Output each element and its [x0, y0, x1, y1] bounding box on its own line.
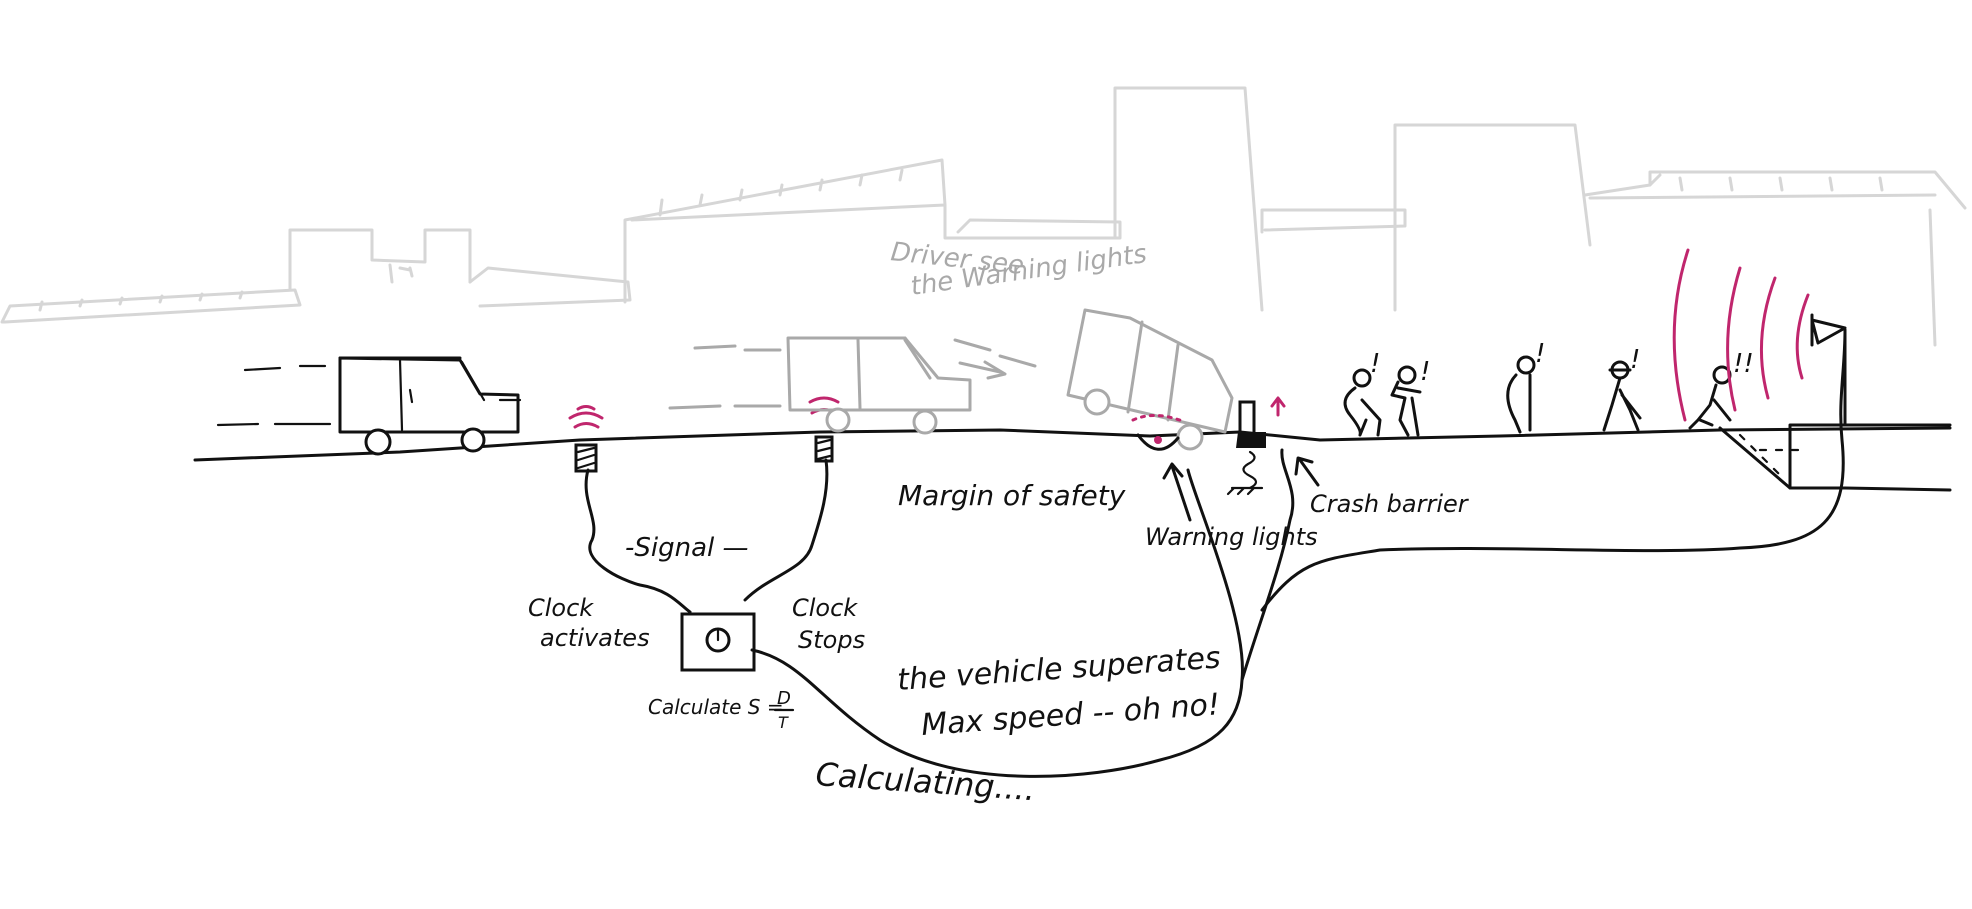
warning-light-dots [1131, 414, 1187, 424]
right-ramp [1718, 426, 1952, 492]
clock-icon [680, 612, 756, 672]
calculation-cable [750, 468, 1244, 778]
label-warning-lights: Warning lights [1145, 523, 1318, 551]
label-clock-stops-1: Clock [792, 594, 858, 622]
truck-icon [953, 308, 1234, 451]
ramp-dashes [1738, 433, 1802, 482]
label-clock-activates-1: Clock [528, 594, 594, 622]
pedestrian-exclaim-5: !! [1733, 349, 1754, 379]
signal-waves-icon [568, 405, 604, 429]
city-skyline [0, 86, 1967, 347]
label-calculate: Calculate S = [648, 695, 784, 719]
label-clock-stops-2: Stops [798, 626, 865, 654]
pedestrian-exclaim-2: ! [1420, 357, 1430, 387]
label-max-speed: Max speed -- oh no! [920, 687, 1221, 743]
sensor-icon [574, 443, 598, 473]
pedestrian-exclaim-3: ! [1535, 339, 1545, 369]
crash-barrier-arrow [1294, 456, 1320, 487]
signal-cable-right [743, 458, 829, 602]
pedestrian-icon [1390, 365, 1422, 437]
pedestrian-icon [1506, 355, 1536, 434]
formula-numerator: D [777, 688, 791, 709]
signal-cable [584, 468, 692, 614]
signal-waves-icon [1672, 248, 1810, 422]
label-vehicle-superates: the vehicle superates [896, 640, 1222, 698]
warning-light-bump [1136, 433, 1180, 451]
pedestrian-exclaim-1: ! [1370, 349, 1380, 379]
pedestrian-icon [1343, 368, 1382, 437]
pedestrian-exclaim-4: ! [1630, 345, 1640, 375]
pedestrian-icon [1602, 360, 1642, 432]
label-crash-barrier: Crash barrier [1310, 490, 1470, 518]
truck-icon [668, 336, 972, 435]
crash-barrier-icon [1226, 396, 1286, 496]
right-platform [1788, 423, 1952, 490]
pedestrian-icon [1688, 365, 1732, 430]
sensor-icon [814, 435, 834, 463]
road-surface [193, 426, 1952, 462]
label-signal: -Signal — [625, 533, 749, 563]
label-calculating: Calculating.... [814, 755, 1036, 808]
label-clock-activates-2: activates [540, 624, 650, 652]
label-margin-of-safety: Margin of safety [898, 479, 1126, 512]
truck-icon [216, 356, 522, 456]
flag-icon [1810, 313, 1847, 427]
warning-light-dot [1154, 436, 1162, 444]
main-cable [1260, 328, 1847, 612]
formula-denominator: T [778, 713, 789, 732]
barrier-cable [1240, 448, 1295, 682]
warning-lights-arrow [1162, 462, 1192, 522]
